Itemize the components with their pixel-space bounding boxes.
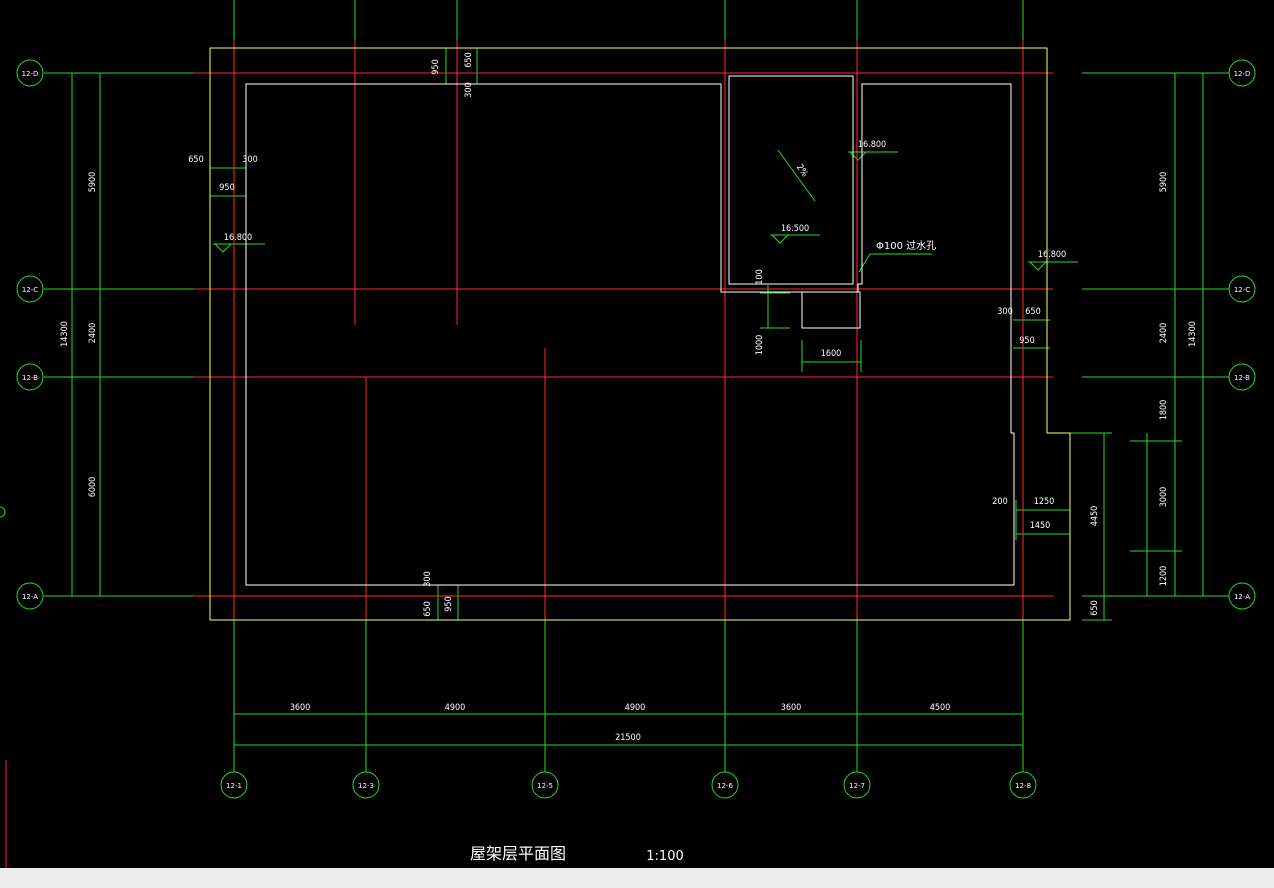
axis-bubbles: 12-D 12-C 12-B 12-A 12-D 12-C 12-B 12-A … (0, 59, 1256, 799)
outer-wall-outline (209, 47, 1071, 621)
dim-left-3: 6000 (88, 477, 98, 498)
elev-left: 16.800 (224, 233, 252, 243)
axis-label-8: 12-8 (1015, 782, 1031, 790)
dim-stair-100: 100 (755, 269, 765, 284)
dim-bottom-3: 4900 (625, 703, 646, 713)
dim-top-650: 650 (464, 52, 474, 67)
dimension-texts: 3600 4900 4900 3600 4500 21500 5900 2400… (60, 52, 1198, 743)
axis-label-1: 12-1 (226, 782, 242, 790)
dim-left-2: 2400 (88, 323, 98, 344)
dim-bot-300: 300 (423, 571, 433, 586)
axis-label-left-b: 12-B (22, 374, 38, 382)
dim-bottom-total: 21500 (615, 733, 641, 743)
axis-label-left-c: 12-C (22, 286, 38, 294)
slope-label: 2% (794, 163, 810, 180)
dim-left-total: 14300 (60, 321, 70, 347)
dim-left-1: 5900 (88, 172, 98, 193)
dim-right-total: 14300 (1188, 321, 1198, 347)
inner-outlines (245, 75, 1015, 586)
dim-bottom-1: 3600 (290, 703, 311, 713)
dim-rm-650: 650 (1025, 307, 1040, 317)
dim-right-2: 2400 (1159, 323, 1169, 344)
axis-label-3: 12-3 (358, 782, 374, 790)
dim-bot-950: 950 (444, 596, 454, 611)
axis-label-right-b: 12-B (1234, 374, 1250, 382)
dim-rm-300: 300 (997, 307, 1012, 317)
dim-top-950: 950 (431, 59, 441, 74)
axis-label-left-a: 12-A (22, 593, 38, 601)
dim-stair-1000: 1000 (755, 335, 765, 356)
dim-stair-1600: 1600 (821, 349, 842, 359)
elev-room-low: 16.500 (781, 224, 809, 234)
axis-label-right-d: 12-D (1234, 70, 1251, 78)
dim-rl-1250: 1250 (1034, 497, 1055, 507)
axis-grid-lines (5, 40, 1053, 868)
dim-right-650: 650 (1090, 600, 1100, 615)
axis-label-6: 12-6 (717, 782, 733, 790)
cad-drawing-canvas[interactable]: 12-D 12-C 12-B 12-A 12-D 12-C 12-B 12-A … (0, 0, 1274, 868)
axis-label-right-a: 12-A (1234, 593, 1250, 601)
dim-tl-300: 300 (242, 155, 257, 165)
drawing-title: 屋架层平面图 (470, 844, 566, 863)
status-bar (0, 868, 1274, 888)
dim-bottom-5: 4500 (930, 703, 951, 713)
elev-right: 16.800 (1038, 250, 1066, 260)
dim-right-lower-2: 3000 (1159, 487, 1169, 508)
dim-right-1: 5900 (1159, 172, 1169, 193)
drain-hole-label: Φ100 过水孔 (876, 239, 936, 252)
dimension-lines (44, 0, 1229, 772)
dim-rm-950: 950 (1019, 336, 1034, 346)
dim-tl-950: 950 (219, 183, 234, 193)
dim-tl-650: 650 (188, 155, 203, 165)
dim-bot-650: 650 (423, 601, 433, 616)
axis-label-right-c: 12-C (1234, 286, 1250, 294)
dim-rl-200: 200 (992, 497, 1007, 507)
dim-rl-1450: 1450 (1030, 521, 1051, 531)
dim-bottom-4: 3600 (781, 703, 802, 713)
axis-label-5: 12-5 (537, 782, 553, 790)
drawing-scale: 1:100 (646, 849, 683, 864)
dim-bottom-2: 4900 (445, 703, 466, 713)
elev-room: 16.800 (858, 140, 886, 150)
dim-right-lower-total: 4450 (1090, 506, 1100, 527)
axis-label-7: 12-7 (849, 782, 865, 790)
dim-top-300: 300 (464, 82, 474, 97)
dim-right-lower-1: 1800 (1159, 400, 1169, 421)
axis-label-left-d: 12-D (22, 70, 39, 78)
dim-right-lower-3: 1200 (1159, 566, 1169, 587)
